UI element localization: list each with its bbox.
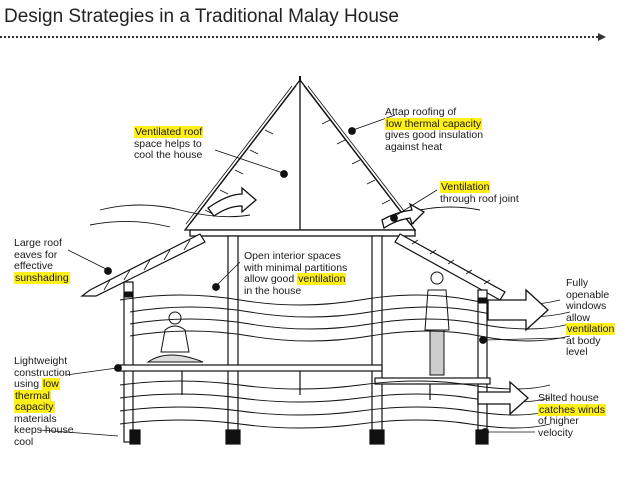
seated-person-figure [146,311,204,363]
roof-joint-highlight: Ventilation [440,181,491,193]
lightweight-line-4: materials [14,412,57,425]
lightweight-line-5: keeps house [14,424,74,436]
lightweight-highlight-1: low [42,378,60,390]
attap-line-2: gives good insulation [385,129,484,141]
lightweight-line-1: Lightweight [14,355,68,367]
interior-highlight: ventilation [297,273,347,285]
attap-highlight: low thermal capacity [385,117,483,130]
attap-line-3: against heat [385,140,443,153]
lightweight-line-6: cool [14,435,34,448]
airflow-lines [89,204,571,429]
lower-roof-left [80,233,206,297]
interior-line-4: in the house [244,284,302,297]
standing-person-figure [424,271,450,376]
roof-space-line-1: space helps to [134,137,202,150]
diagram-title: Design Strategies in a Traditional Malay… [4,6,399,27]
stilted-line-1: Stilted house [538,392,599,404]
windows-line-1: Fully [566,277,589,289]
leader-lines [39,114,566,437]
windows-highlight: ventilation [566,323,616,335]
lower-roof-right [394,233,506,301]
stilted-line-2: of higher [538,415,579,427]
stilted-line-3: velocity [538,426,574,439]
interior-line-2: with minimal partitions [244,261,348,274]
eaves-line-3: effective [14,260,53,272]
lightweight-construction-annotation: Lightweight construction using low therm… [14,355,74,448]
lightweight-highlight-3: capacity [14,401,55,413]
attap-roofing-annotation: Attap roofing of low thermal capacity gi… [385,106,484,153]
posts [123,235,489,445]
windows-annotation: Fully openable windows allow ventilation… [566,277,616,359]
windows-line-5: at body [566,334,601,347]
roof-joint-line-1: through roof joint [440,192,519,205]
lightweight-line-3: using [14,378,43,390]
windows [123,291,488,304]
windows-line-2: openable [566,288,610,301]
roof-space-line-2: cool the house [134,149,203,161]
stilted-house-annotation: Stilted house catches winds of higher ve… [538,392,606,439]
interior-line-3: allow good [244,273,298,285]
roof-space-annotation: Ventilated roof space helps to cool the … [134,126,204,162]
airflow-arrows [207,186,549,416]
eaves-highlight: sunshading [14,271,70,284]
lightweight-highlight-2: thermal [14,389,52,402]
windows-line-3: windows [566,300,607,312]
eaves-line-1: Large roof [14,237,62,249]
stilted-highlight: catches winds [538,403,606,416]
lightweight-line-2: construction [14,366,71,379]
windows-line-4: allow [566,311,590,324]
windows-line-6: level [566,346,588,358]
dotted-title-rule [0,33,606,41]
open-interior-annotation: Open interior spaces with minimal partit… [244,250,348,297]
eaves-line-2: eaves for [14,248,58,261]
attap-line-1: Attap roofing of [385,106,457,118]
roof-eaves-annotation: Large roof eaves for effective sunshadin… [14,237,70,284]
interior-line-1: Open interior spaces [244,250,341,262]
roof-joint-annotation: Ventilation through roof joint [440,181,519,205]
roof-space-highlight: Ventilated roof [134,126,204,138]
